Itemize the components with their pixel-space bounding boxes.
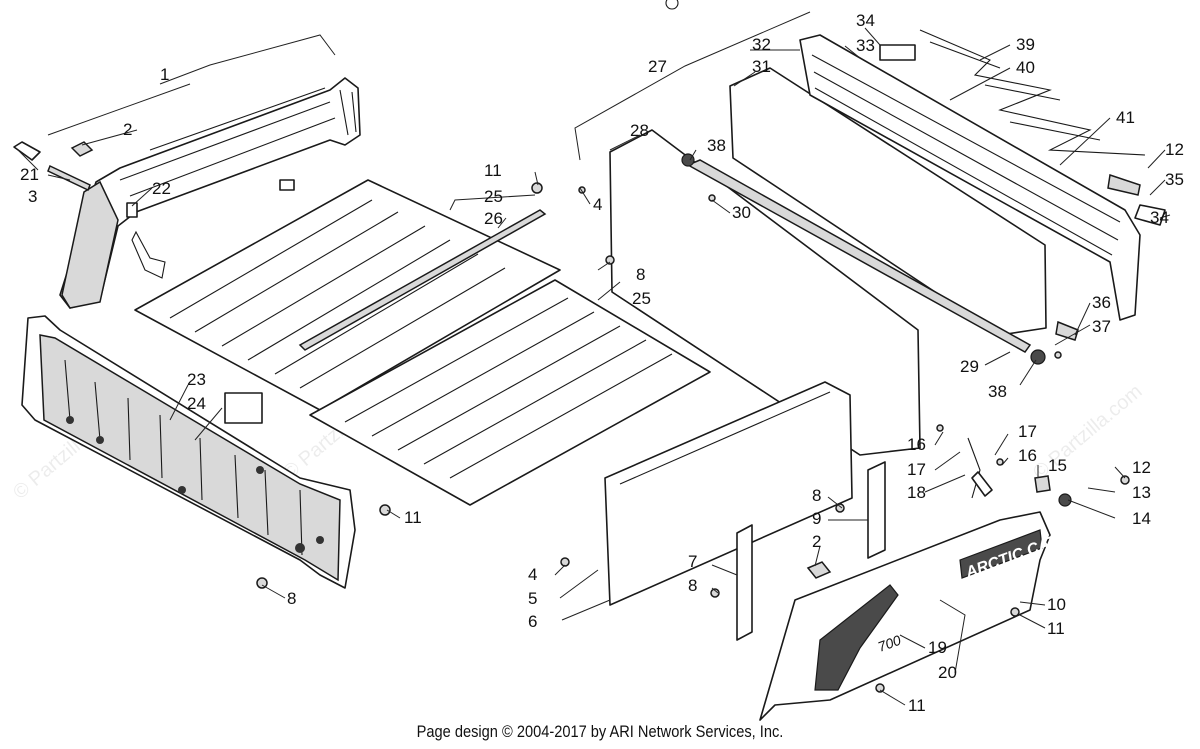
model-decal-text: 700: [876, 632, 904, 655]
callout-8: 8: [688, 576, 697, 595]
hinge-pin: [13, 141, 91, 192]
callout-27: 27: [648, 57, 667, 76]
callout-41: 41: [1116, 108, 1135, 127]
callout-37: 37: [1092, 317, 1111, 336]
callout-11: 11: [404, 508, 422, 527]
tailgate-hinge-rail: [681, 153, 1046, 365]
tailgate-decals: [879, 29, 1146, 156]
panel-brackets: [736, 461, 886, 641]
callout-3: 3: [28, 187, 37, 206]
callout-39: 39: [1016, 35, 1035, 54]
callout-38: 38: [707, 136, 726, 155]
callout-40: 40: [1016, 58, 1035, 77]
callout-22: 22: [152, 179, 171, 198]
callout-25: 25: [484, 187, 503, 206]
callout-16: 16: [907, 435, 926, 454]
page-footer-copyright: Page design © 2004-2017 by ARI Network S…: [416, 722, 784, 741]
callout-8: 8: [636, 265, 645, 284]
callout-9: 9: [812, 509, 821, 528]
callout-34: 34: [1150, 208, 1169, 227]
floor-panel-rear: [134, 179, 561, 411]
callout-23: 23: [187, 370, 206, 389]
callout-11: 11: [484, 161, 502, 180]
tailgate-outer-panel: [729, 67, 1047, 336]
retainer-clip: [126, 202, 166, 279]
callout-10: 10: [1047, 595, 1066, 614]
callout-11: 11: [1047, 619, 1065, 638]
tailgate-strap: [967, 437, 1072, 507]
latch-clip: [70, 141, 94, 157]
callout-17: 17: [1018, 422, 1037, 441]
callout-35: 35: [1165, 170, 1184, 189]
callout-34: 34: [856, 11, 875, 30]
callout-19: 19: [928, 638, 947, 657]
watermark: © Partzilla.com: [1029, 380, 1146, 483]
right-inner-panel: [604, 381, 853, 606]
callout-15: 15: [1048, 456, 1067, 475]
floor-rail: [298, 209, 547, 351]
registered-mark-icon: [665, 0, 679, 10]
callout-16: 16: [1018, 446, 1037, 465]
callout-7: 7: [688, 552, 697, 571]
callout-20: 20: [938, 663, 957, 682]
front-panel: [21, 315, 356, 589]
callout-4: 4: [528, 565, 537, 584]
callout-5: 5: [528, 589, 537, 608]
leader-lines: [17, 11, 1171, 706]
floor-panel-front: [309, 279, 711, 506]
left-side-panel: [59, 77, 361, 309]
callout-12: 12: [1132, 458, 1151, 477]
tailgate-top-rail: [799, 34, 1166, 341]
callout-11: 11: [908, 696, 926, 715]
callout-32: 32: [752, 35, 771, 54]
latch-clip: [806, 561, 832, 579]
callout-29: 29: [960, 357, 979, 376]
callout-30: 30: [732, 203, 751, 222]
callout-21: 21: [20, 165, 39, 184]
callout-31: 31: [752, 57, 771, 76]
callout-14: 14: [1132, 509, 1151, 528]
callout-33: 33: [856, 36, 875, 55]
callout-28: 28: [630, 121, 649, 140]
callout-8: 8: [287, 589, 296, 608]
callout-8: 8: [812, 486, 821, 505]
callout-18: 18: [907, 483, 926, 502]
callout-2: 2: [123, 120, 132, 139]
callout-4: 4: [593, 195, 602, 214]
callout-26: 26: [484, 209, 503, 228]
fasteners: [256, 182, 1130, 693]
callout-2: 2: [812, 532, 821, 551]
callout-13: 13: [1132, 483, 1151, 502]
callout-24: 24: [187, 394, 206, 413]
callout-1: 1: [160, 65, 169, 84]
callout-25: 25: [632, 289, 651, 308]
callouts: 1 2 21 3 22 11 25 26 8 25 27 28 4 32 31 …: [20, 11, 1184, 715]
callout-36: 36: [1092, 293, 1111, 312]
callout-38: 38: [988, 382, 1007, 401]
callout-6: 6: [528, 612, 537, 631]
callout-17: 17: [907, 460, 926, 479]
callout-12: 12: [1165, 140, 1184, 159]
